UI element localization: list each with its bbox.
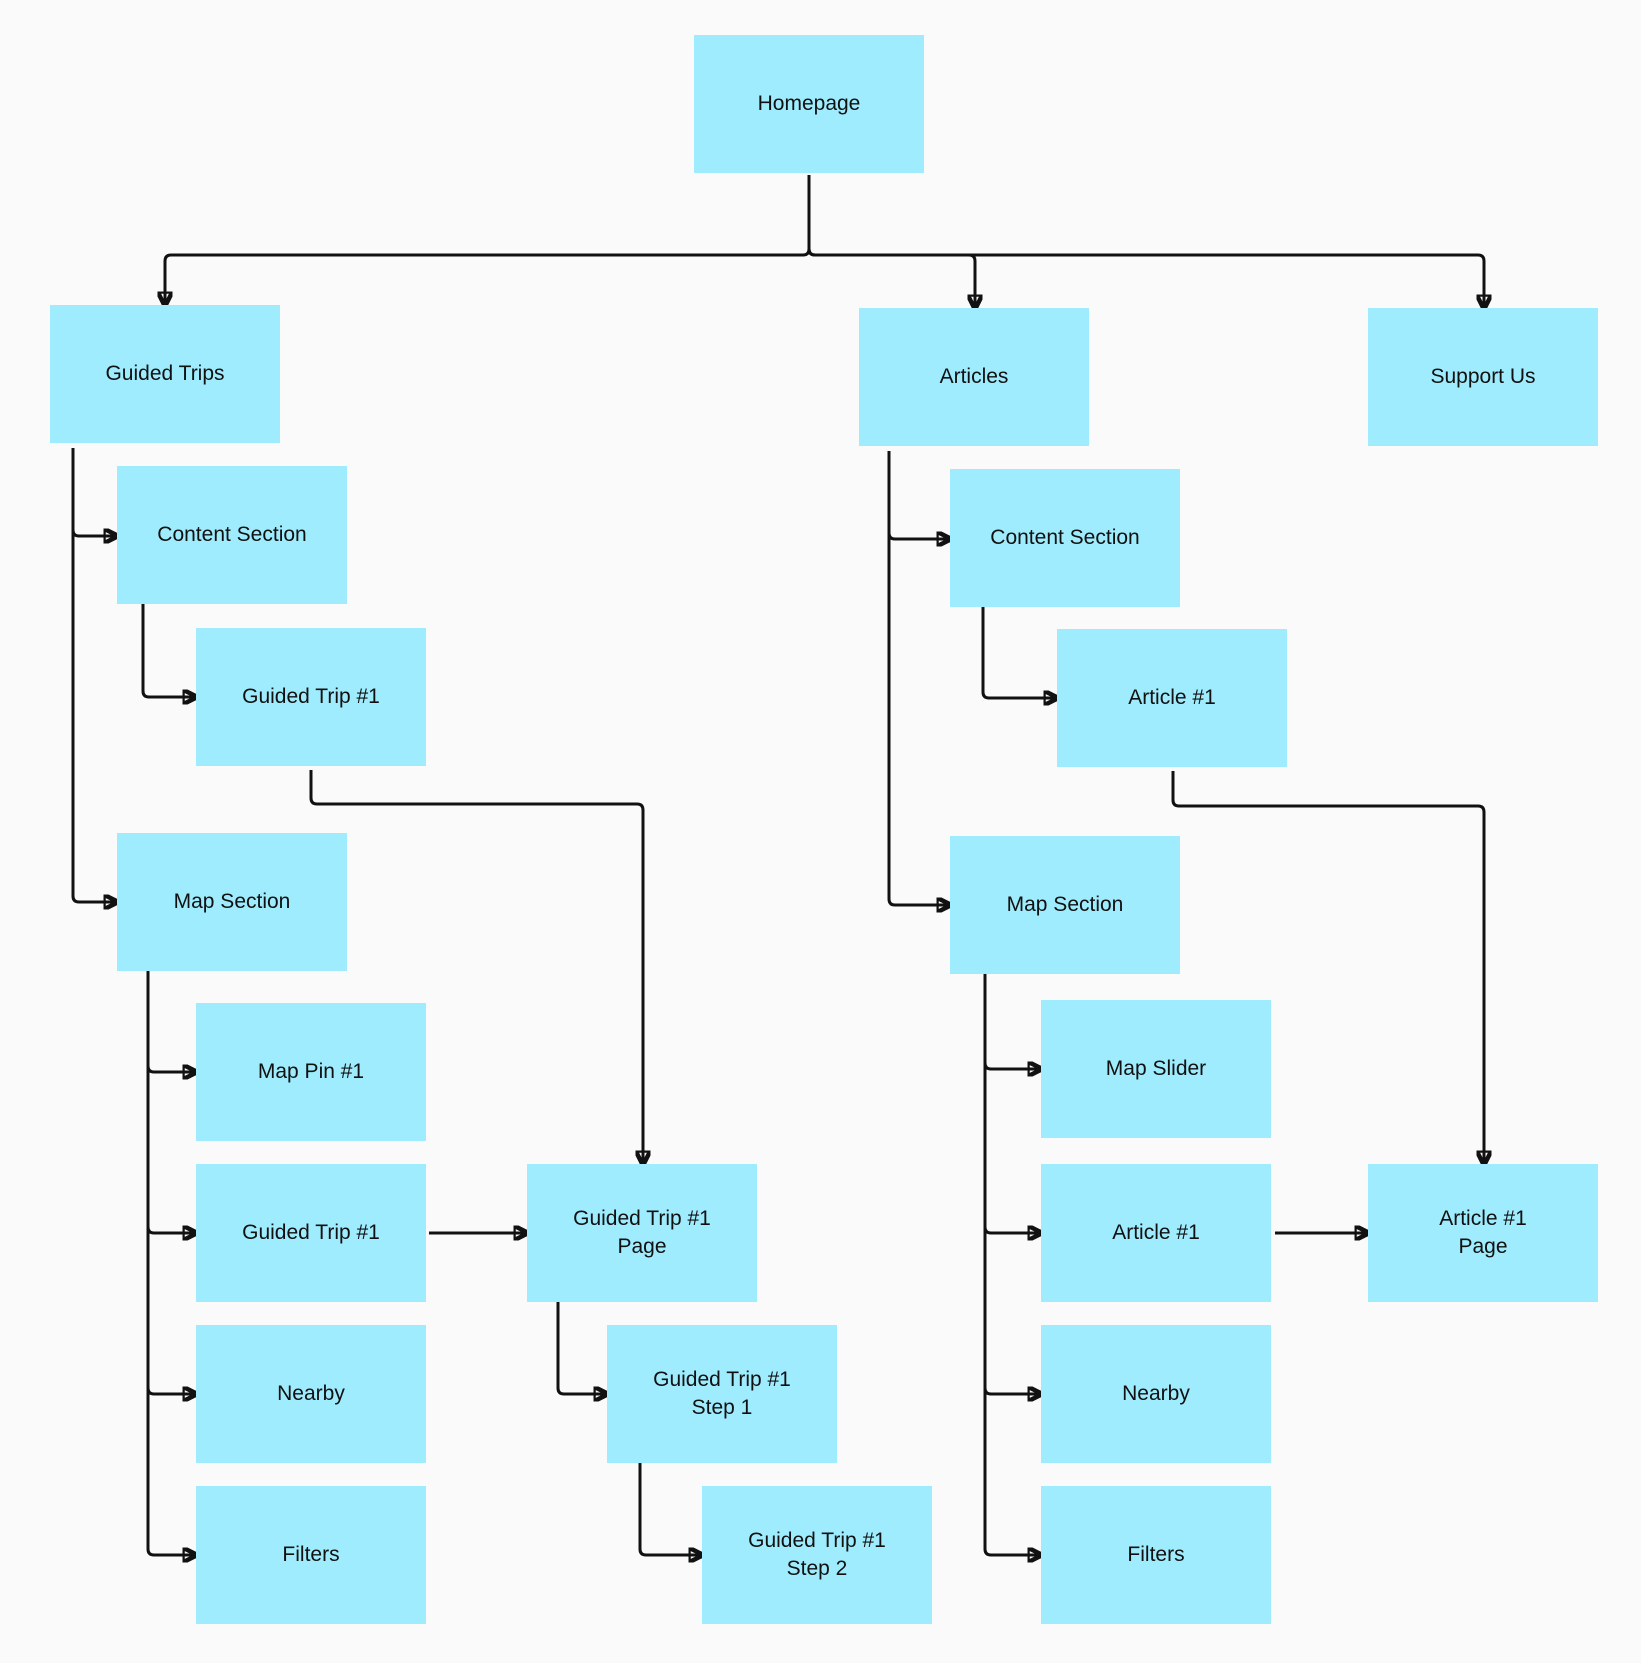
- node-gt-map-guided-trip-1: Guided Trip #1: [196, 1164, 426, 1302]
- edge-homepage-to-support-us: [807, 175, 1484, 308]
- edge-ar-map-section-to-ar-map-article-1: [983, 974, 1041, 1233]
- node-label: Map Slider: [1106, 1055, 1206, 1083]
- edge-gt-map-section-to-gt-map-guided-trip-1: [146, 971, 196, 1233]
- node-label-line: Filters: [1127, 1543, 1185, 1566]
- edge-homepage-to-guided-trips: [165, 175, 811, 305]
- node-label-line: Step 2: [786, 1557, 848, 1580]
- node-label-line: Guided Trip #1: [573, 1207, 711, 1230]
- node-label-line: Nearby: [1122, 1382, 1190, 1405]
- node-label: Guided Trips: [105, 360, 224, 388]
- node-gt-content-section: Content Section: [117, 466, 347, 604]
- node-label: Guided Trip #1 Step 1: [653, 1366, 791, 1422]
- edge-guided-trips-to-gt-content-section: [71, 448, 117, 536]
- node-label: Nearby: [1122, 1380, 1190, 1408]
- edge-ar-map-section-to-ar-map-slider: [983, 974, 1041, 1069]
- edge-ar-map-section-to-ar-nearby: [983, 974, 1041, 1394]
- node-label-line: Homepage: [757, 92, 861, 115]
- node-ar-nearby: Nearby: [1041, 1325, 1271, 1463]
- edge-guided-trips-to-gt-map-section: [71, 448, 117, 902]
- node-label: Guided Trip #1 Page: [573, 1205, 711, 1261]
- node-label: Article #1 Page: [1439, 1205, 1527, 1261]
- node-guided-trip-1-step-1: Guided Trip #1 Step 1: [607, 1325, 837, 1463]
- node-ar-map-article-1: Article #1: [1041, 1164, 1271, 1302]
- node-ar-content-section: Content Section: [950, 469, 1180, 607]
- node-gt-filters: Filters: [196, 1486, 426, 1624]
- node-label: Support Us: [1430, 363, 1535, 391]
- node-ar-filters: Filters: [1041, 1486, 1271, 1624]
- node-label: Article #1: [1128, 684, 1216, 712]
- edge-gt-map-section-to-gt-nearby: [146, 971, 196, 1394]
- edge-gt-map-section-to-gt-map-pin-1: [146, 971, 196, 1072]
- node-label-line: Article #1: [1128, 686, 1216, 709]
- node-label: Homepage: [758, 90, 861, 118]
- edge-articles-to-ar-content-section: [887, 451, 950, 539]
- node-homepage: Homepage: [694, 35, 924, 173]
- node-label: Guided Trip #1 Step 2: [748, 1527, 886, 1583]
- edge-gt-map-section-to-gt-filters: [146, 971, 196, 1555]
- node-label-line: Article #1: [1439, 1207, 1527, 1230]
- edge-gt-content-guided-trip-1-to-guided-trip-1-page: [309, 770, 643, 1164]
- node-label-line: Step 1: [691, 1396, 753, 1419]
- edge-articles-to-ar-map-section: [887, 451, 950, 905]
- edge-guided-trip-1-page-to-guided-trip-1-step-1: [556, 1302, 607, 1394]
- node-guided-trip-1-page: Guided Trip #1 Page: [527, 1164, 757, 1302]
- node-label: Nearby: [277, 1380, 345, 1408]
- edge-homepage-to-articles: [807, 175, 975, 308]
- edge-ar-content-article-1-to-article-1-page: [1171, 771, 1484, 1164]
- node-label-line: Guided Trips: [105, 362, 225, 385]
- node-label: Content Section: [990, 524, 1139, 552]
- node-label-line: Map Section: [1006, 893, 1124, 916]
- node-label: Articles: [940, 363, 1009, 391]
- node-label: Filters: [1127, 1541, 1184, 1569]
- node-articles: Articles: [859, 308, 1089, 446]
- node-article-1-page: Article #1 Page: [1368, 1164, 1598, 1302]
- node-gt-content-guided-trip-1: Guided Trip #1: [196, 628, 426, 766]
- node-guided-trip-1-step-2: Guided Trip #1 Step 2: [702, 1486, 932, 1624]
- node-label-line: Filters: [282, 1543, 340, 1566]
- node-gt-map-pin-1: Map Pin #1: [196, 1003, 426, 1141]
- node-label-line: Page: [1458, 1235, 1508, 1258]
- node-gt-nearby: Nearby: [196, 1325, 426, 1463]
- node-label: Map Section: [1007, 891, 1124, 919]
- node-ar-map-slider: Map Slider: [1041, 1000, 1271, 1138]
- node-label-line: Map Pin #1: [257, 1060, 365, 1083]
- node-label: Map Pin #1: [258, 1058, 364, 1086]
- edge-ar-map-section-to-ar-filters: [983, 974, 1041, 1555]
- node-label-line: Page: [617, 1235, 667, 1258]
- node-label-line: Content Section: [990, 526, 1140, 549]
- node-label-line: Nearby: [277, 1382, 345, 1405]
- node-support-us: Support Us: [1368, 308, 1598, 446]
- node-label-line: Map Slider: [1105, 1057, 1207, 1080]
- node-label-line: Article #1: [1112, 1221, 1200, 1244]
- node-label: Content Section: [157, 521, 306, 549]
- node-ar-content-article-1: Article #1: [1057, 629, 1287, 767]
- node-label: Article #1: [1112, 1219, 1200, 1247]
- node-gt-map-section: Map Section: [117, 833, 347, 971]
- edge-guided-trip-1-step-1-to-guided-trip-1-step-2: [638, 1463, 702, 1555]
- node-label: Guided Trip #1: [242, 1219, 380, 1247]
- node-label: Filters: [282, 1541, 339, 1569]
- node-label: Map Section: [174, 888, 291, 916]
- node-label-line: Guided Trip #1: [748, 1529, 886, 1552]
- node-label-line: Guided Trip #1: [242, 1221, 380, 1244]
- node-label-line: Articles: [939, 365, 1009, 388]
- edge-ar-content-section-to-ar-content-article-1: [981, 607, 1057, 698]
- node-label-line: Map Section: [173, 890, 291, 913]
- edge-gt-content-section-to-gt-content-guided-trip-1: [141, 604, 196, 697]
- node-label: Guided Trip #1: [242, 683, 380, 711]
- node-guided-trips: Guided Trips: [50, 305, 280, 443]
- node-label-line: Content Section: [157, 523, 307, 546]
- node-label-line: Guided Trip #1: [653, 1368, 791, 1391]
- node-label-line: Support Us: [1430, 365, 1536, 388]
- node-label-line: Guided Trip #1: [242, 685, 380, 708]
- node-ar-map-section: Map Section: [950, 836, 1180, 974]
